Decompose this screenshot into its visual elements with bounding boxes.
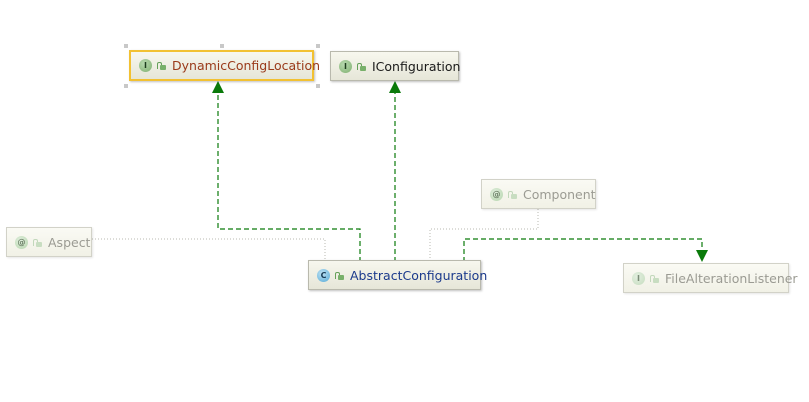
arrowhead-iconfiguration xyxy=(389,81,401,93)
public-visibility-icon xyxy=(33,238,42,247)
public-visibility-icon xyxy=(157,61,166,70)
selection-handle-bottom-right[interactable] xyxy=(316,84,320,88)
interface-badge-icon: I xyxy=(339,59,352,73)
edge-annotation-aspect xyxy=(92,238,326,262)
edge-annotation-component xyxy=(429,209,539,262)
node-aspect[interactable]: @ Aspect xyxy=(6,227,92,257)
node-abstract-configuration[interactable]: C AbstractConfiguration xyxy=(308,260,487,290)
node-label: DynamicConfigLocation xyxy=(172,58,321,73)
node-label: AbstractConfiguration xyxy=(350,267,488,283)
interface-badge-icon: I xyxy=(632,271,645,285)
annotation-badge-icon: @ xyxy=(490,187,503,201)
node-label: IConfiguration xyxy=(372,58,461,74)
arrowhead-dynamic-config-location xyxy=(212,81,224,93)
public-visibility-icon xyxy=(335,271,344,280)
edge-implements-file-alteration-listener xyxy=(463,238,703,262)
node-file-alteration-listener[interactable]: I FileAlterationListener xyxy=(623,263,798,293)
node-iconfiguration[interactable]: I IConfiguration xyxy=(330,51,461,81)
arrowhead-file-alteration-listener xyxy=(696,250,708,262)
class-badge-icon: C xyxy=(317,268,330,282)
selection-handle-top-right[interactable] xyxy=(316,44,320,48)
edge-implements-dynamic-config-location xyxy=(217,92,361,262)
interface-badge-icon: I xyxy=(139,59,152,72)
public-visibility-icon xyxy=(650,274,659,283)
annotation-badge-icon: @ xyxy=(15,235,28,249)
node-dynamic-config-location[interactable]: I DynamicConfigLocation xyxy=(129,50,320,81)
node-label: FileAlterationListener xyxy=(665,270,798,286)
node-label: Aspect xyxy=(48,234,91,250)
selection-handle-top-middle[interactable] xyxy=(220,44,224,48)
selection-handle-top-left[interactable] xyxy=(124,44,128,48)
public-visibility-icon xyxy=(357,62,366,71)
public-visibility-icon xyxy=(508,190,517,199)
node-component[interactable]: @ Component xyxy=(481,179,596,209)
node-label: Component xyxy=(523,186,596,202)
selection-handle-bottom-left[interactable] xyxy=(124,84,128,88)
